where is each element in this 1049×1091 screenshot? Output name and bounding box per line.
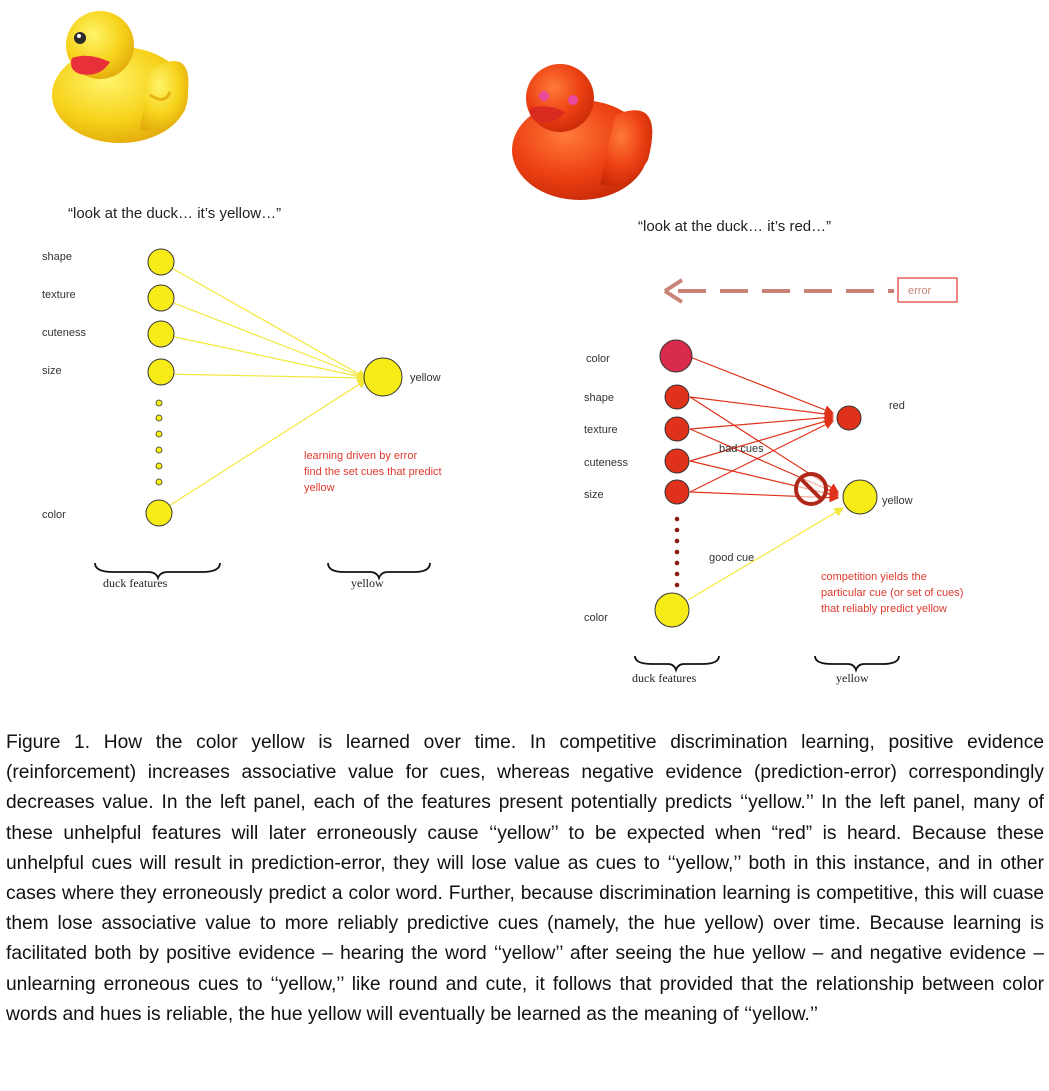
figure-caption: Figure 1. How the color yellow is learne… [6, 732, 1044, 1025]
right-node-color-bottom [654, 592, 690, 628]
right-label-texture: texture [584, 424, 618, 436]
right-output-red-node [836, 405, 862, 431]
left-brace-yellow [327, 562, 431, 581]
left-output-label: yellow [410, 372, 441, 384]
right-node-color-top [659, 339, 693, 373]
right-brace-label-features: duck features [632, 671, 697, 685]
left-quote: “look at the duck… it’s yellow…” [68, 205, 281, 222]
bad-cues-label: bad cues [719, 443, 764, 455]
left-node-size [147, 358, 175, 386]
yellow-duck-image [52, 11, 189, 143]
left-ellipsis-dots [155, 399, 163, 486]
right-ellipsis-dots [674, 516, 680, 588]
left-label-cuteness: cuteness [42, 327, 87, 339]
left-brace-label-yellow: yellow [351, 576, 384, 590]
figure-diagram: “look at the duck… it’s yellow…” shape t… [42, 11, 963, 685]
right-node-size [664, 479, 690, 505]
right-label-size: size [584, 489, 604, 501]
error-label: error [908, 285, 932, 297]
left-label-color: color [42, 509, 66, 521]
right-quote: “look at the duck… it’s red…” [638, 218, 831, 235]
left-note-line-3: yellow [304, 482, 335, 494]
right-label-color-bottom: color [584, 612, 608, 624]
left-brace-label-features: duck features [103, 576, 168, 590]
good-cue-connection [687, 507, 845, 601]
left-label-size: size [42, 365, 62, 377]
right-note-line-2: particular cue (or set of cues) [821, 587, 963, 599]
good-cue-label: good cue [709, 552, 754, 564]
left-node-color [145, 499, 173, 527]
right-node-cuteness [664, 448, 690, 474]
right-node-texture [664, 416, 690, 442]
left-node-cuteness [147, 320, 175, 348]
right-output-yellow-node [842, 479, 878, 515]
right-brace-label-yellow: yellow [836, 671, 869, 685]
red-duck-image [512, 64, 653, 200]
left-label-texture: texture [42, 289, 76, 301]
left-brace-features [94, 562, 221, 581]
left-connections [160, 261, 368, 512]
right-node-shape [664, 384, 690, 410]
right-output-red-label: red [889, 400, 905, 412]
left-note-line-1: learning driven by error [304, 450, 417, 462]
left-label-shape: shape [42, 251, 72, 263]
right-brace-yellow [814, 655, 900, 673]
right-label-shape: shape [584, 392, 614, 404]
left-node-shape [147, 248, 175, 276]
prohibition-icon [794, 472, 828, 506]
right-output-yellow-label: yellow [882, 495, 913, 507]
right-brace-features [634, 655, 720, 673]
error-box [897, 277, 958, 303]
right-note-line-3: that reliably predict yellow [821, 603, 947, 615]
left-output-yellow-node [363, 357, 403, 397]
right-label-cuteness: cuteness [584, 457, 629, 469]
left-node-texture [147, 284, 175, 312]
right-note-line-1: competition yields the [821, 571, 927, 583]
right-label-color-top: color [586, 353, 610, 365]
left-note-line-2: find the set cues that predict [304, 466, 442, 478]
error-arrow [663, 278, 894, 304]
